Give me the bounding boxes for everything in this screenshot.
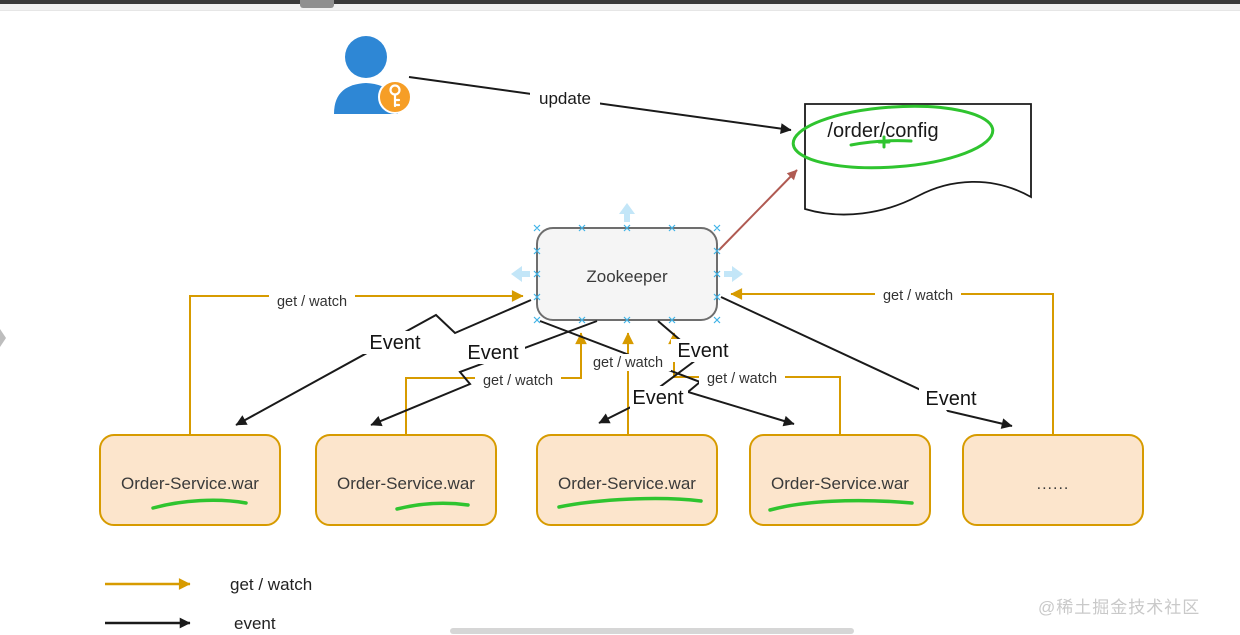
green-underline-service-1 xyxy=(151,498,248,510)
get-watch-label-4[interactable]: get / watch xyxy=(699,370,785,387)
zookeeper-label: Zookeeper xyxy=(586,267,668,286)
direction-arrow-left-icon[interactable] xyxy=(511,266,530,282)
label-bg xyxy=(671,339,735,362)
green-underline-service-2 xyxy=(395,501,470,511)
event-label-4[interactable]: Event xyxy=(630,386,688,409)
get-watch-edge-1[interactable] xyxy=(189,290,524,434)
selection-direction-arrows[interactable] xyxy=(511,203,743,282)
user-head xyxy=(345,36,387,78)
direction-arrow-right-icon[interactable] xyxy=(724,266,743,282)
label-text: update xyxy=(539,89,591,108)
service-label-3: Order-Service.war xyxy=(558,474,696,493)
label-text: Event xyxy=(925,388,977,410)
event-edge-2[interactable] xyxy=(370,320,598,427)
label-bg xyxy=(630,386,688,409)
get-watch-label-5[interactable]: get / watch xyxy=(875,287,961,304)
event-label-2[interactable]: Event xyxy=(461,341,525,364)
label-bg xyxy=(530,89,600,108)
label-text: get / watch xyxy=(277,294,347,310)
label-bg xyxy=(363,331,427,354)
service-label-1: Order-Service.war xyxy=(121,474,259,493)
label-text: Event xyxy=(677,340,729,362)
get-watch-label-2[interactable]: get / watch xyxy=(475,372,561,389)
event-label-5[interactable]: Event xyxy=(919,387,983,410)
green-ink-annotations xyxy=(151,104,995,512)
key-icon xyxy=(389,84,401,108)
event-label-3[interactable]: Event xyxy=(671,339,735,362)
direction-arrow-up-icon[interactable] xyxy=(619,203,635,222)
event-edge-4[interactable] xyxy=(539,320,795,427)
label-text: Event xyxy=(632,387,684,409)
label-bg xyxy=(585,354,671,371)
update-label[interactable]: update xyxy=(530,89,600,108)
label-bg xyxy=(461,341,525,364)
label-bg xyxy=(699,370,785,387)
left-edge-marker xyxy=(0,329,6,347)
top-scroll-thumb[interactable] xyxy=(300,0,334,8)
label-bg xyxy=(269,293,355,310)
legend: get / watch event xyxy=(105,575,312,633)
label-text: get / watch xyxy=(883,288,953,304)
label-bg xyxy=(875,287,961,304)
service-node-5[interactable] xyxy=(962,434,1144,526)
label-text: get / watch xyxy=(483,373,553,389)
service-label-4: Order-Service.war xyxy=(771,474,909,493)
canvas-top-strip xyxy=(0,4,1240,11)
legend-event-label: event xyxy=(234,614,276,633)
label-text: get / watch xyxy=(707,371,777,387)
label-bg xyxy=(919,387,983,410)
window-top-edge xyxy=(0,0,1240,4)
get-watch-label-3[interactable]: get / watch xyxy=(585,354,671,371)
legend-get-watch-label: get / watch xyxy=(230,575,312,594)
selection-connection-points[interactable] xyxy=(533,224,721,324)
green-underline-service-4 xyxy=(768,498,914,512)
get-watch-edge-5[interactable] xyxy=(730,288,1054,434)
label-text: Event xyxy=(369,332,421,354)
label-text: Event xyxy=(467,342,519,364)
horizontal-scrollbar-thumb[interactable] xyxy=(450,628,854,634)
label-text: get / watch xyxy=(593,355,663,371)
event-label-1[interactable]: Event xyxy=(363,331,427,354)
green-underline-config xyxy=(849,135,913,149)
service-label-2: Order-Service.war xyxy=(337,474,475,493)
service-label-5: ...... xyxy=(1037,476,1070,493)
notify-edge[interactable] xyxy=(718,169,798,251)
event-edge-1[interactable] xyxy=(235,299,532,426)
config-document-label: /order/config xyxy=(827,120,938,142)
green-underline-service-3 xyxy=(557,496,703,509)
get-watch-label-1[interactable]: get / watch xyxy=(269,293,355,310)
watermark-text: @稀土掘金技术社区 xyxy=(1038,598,1201,617)
green-circle-config xyxy=(791,104,995,170)
label-bg xyxy=(475,372,561,389)
admin-user-icon[interactable] xyxy=(334,36,412,114)
config-document-shape[interactable] xyxy=(804,103,1032,216)
